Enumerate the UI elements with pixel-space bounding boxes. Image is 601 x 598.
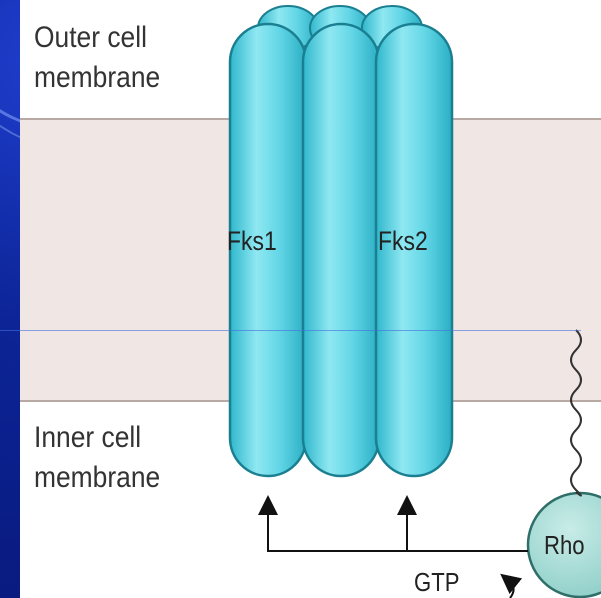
slide-divider-line — [0, 330, 581, 331]
rho-label: Rho — [544, 530, 585, 561]
diagram-graphics — [20, 0, 601, 598]
fks1-label: Fks1 — [227, 226, 277, 257]
diagram-panel: Outer cell membrane Inner cell membrane — [20, 0, 601, 598]
lipid-anchor-line — [571, 330, 581, 496]
middle-cylinder — [303, 24, 379, 476]
fks2-label: Fks2 — [378, 226, 428, 257]
gtp-label: GTP — [414, 567, 459, 598]
activation-arrows — [268, 505, 528, 598]
